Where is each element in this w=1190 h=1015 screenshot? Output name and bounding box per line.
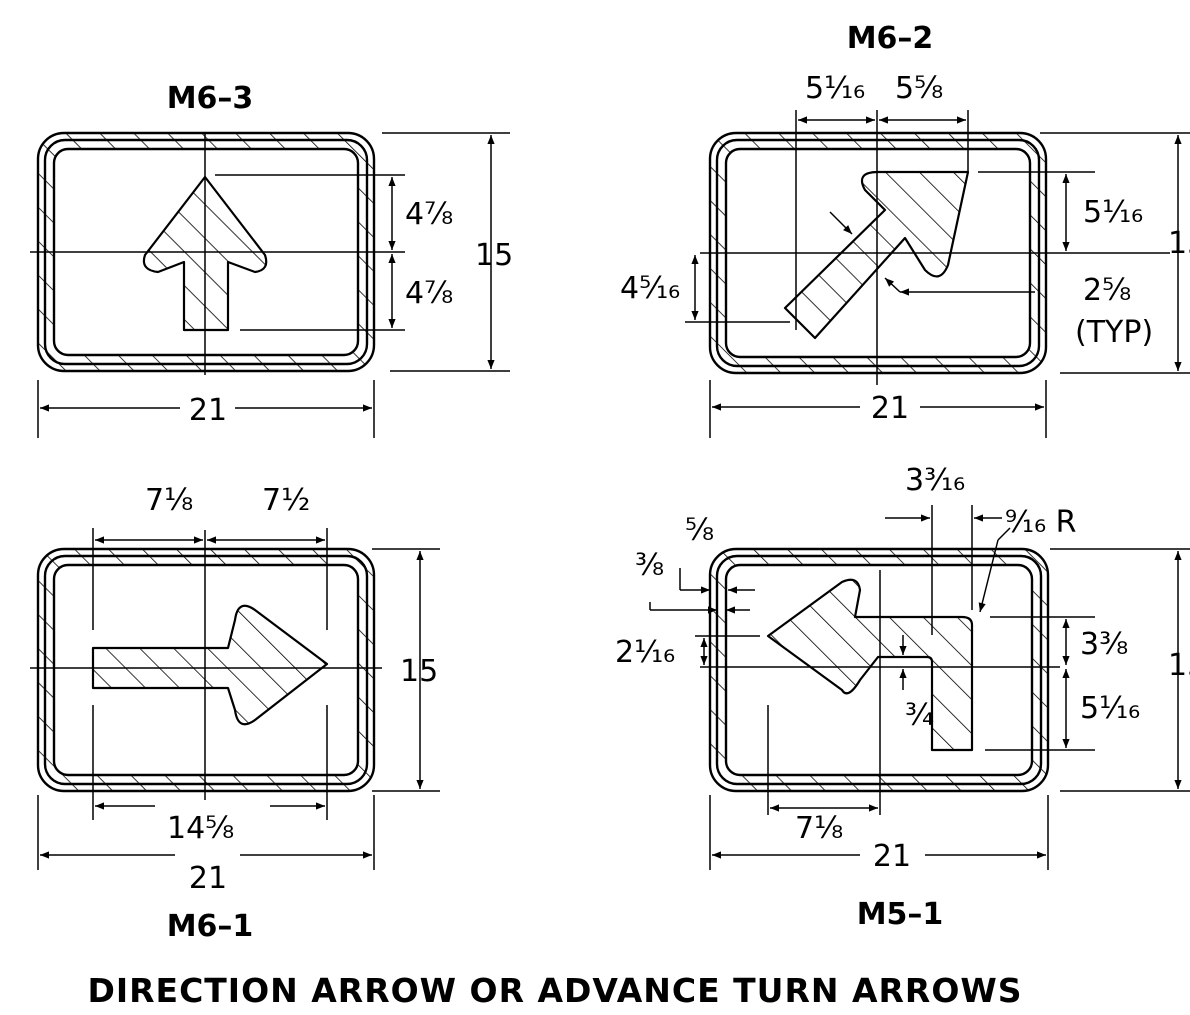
sign-label: M6–3 [167,81,254,116]
sign-m6-3: M6–3 4⅞ 4⅞ 15 21 [30,81,513,438]
dim-left: 4⁵⁄₁₆ [620,271,680,306]
centerlines [700,110,1170,385]
dimension-lines [649,505,1190,870]
dim-width: 21 [189,861,227,896]
dim-right-upper: 3⅜ [1080,627,1128,662]
dim-left-top: 5¹⁄₁₆ [805,71,865,106]
dim-height: 15 [1168,648,1190,683]
dim-five-eighths: ⅝ [685,513,714,548]
turn-arrow [766,578,974,752]
dim-shaft-length: 14⅝ [167,811,234,846]
dim-left-top: 7⅛ [145,483,193,518]
sign-label: M6–1 [167,909,254,944]
centerlines [30,133,382,375]
sign-border [708,547,1050,793]
sign-m6-2: M6–2 5¹⁄₁₆ 5⅝ 5¹⁄₁₆ 4⁵⁄₁₆ 2⅝ (TYP) 15 21 [620,21,1190,438]
dim-right-top: 7½ [262,483,310,518]
dim-width: 21 [189,393,227,428]
dim-right-lower: 5¹⁄₁₆ [1080,691,1140,726]
dim-upper: 4⅞ [405,197,453,232]
dim-typ: (TYP) [1075,315,1153,350]
dim-height: 15 [475,238,513,273]
dim-left: 2¹⁄₁₆ [615,635,675,670]
centerlines [700,570,1060,815]
dim-stem: ¾ [905,698,934,733]
dim-top: 3³⁄₁₆ [905,463,965,498]
dim-bottom: 7⅛ [795,811,843,846]
dim-radius: ⁹⁄₁₆ R [1005,505,1076,540]
dimension-lines [37,132,510,438]
dimension-lines [37,528,440,870]
dim-lower: 4⅞ [405,276,453,311]
dimension-lines [685,110,1190,438]
sign-m6-1: 7⅛ 7½ 14⅝ 15 21 M6–1 [30,483,440,944]
right-arrow [91,604,329,726]
dim-height: 15 [1168,226,1190,261]
dim-right-top: 5⅝ [895,71,943,106]
dim-shaft: 2⅝ [1083,273,1131,308]
dim-right-upper: 5¹⁄₁₆ [1083,195,1143,230]
dim-width: 21 [871,391,909,426]
dim-three-eighths: ⅜ [635,548,664,583]
sign-m5-1: 3³⁄₁₆ ⁹⁄₁₆ R ⅝ ⅜ 2¹⁄₁₆ ¾ 3⅜ 5¹⁄₁₆ 7⅛ 15 … [615,463,1190,932]
sign-label: M5–1 [857,897,944,932]
drawing-title: DIRECTION ARROW OR ADVANCE TURN ARROWS [87,971,1022,1010]
dim-height: 15 [400,654,438,689]
dim-width: 21 [873,839,911,874]
centerlines [30,530,382,800]
sign-label: M6–2 [847,21,934,56]
